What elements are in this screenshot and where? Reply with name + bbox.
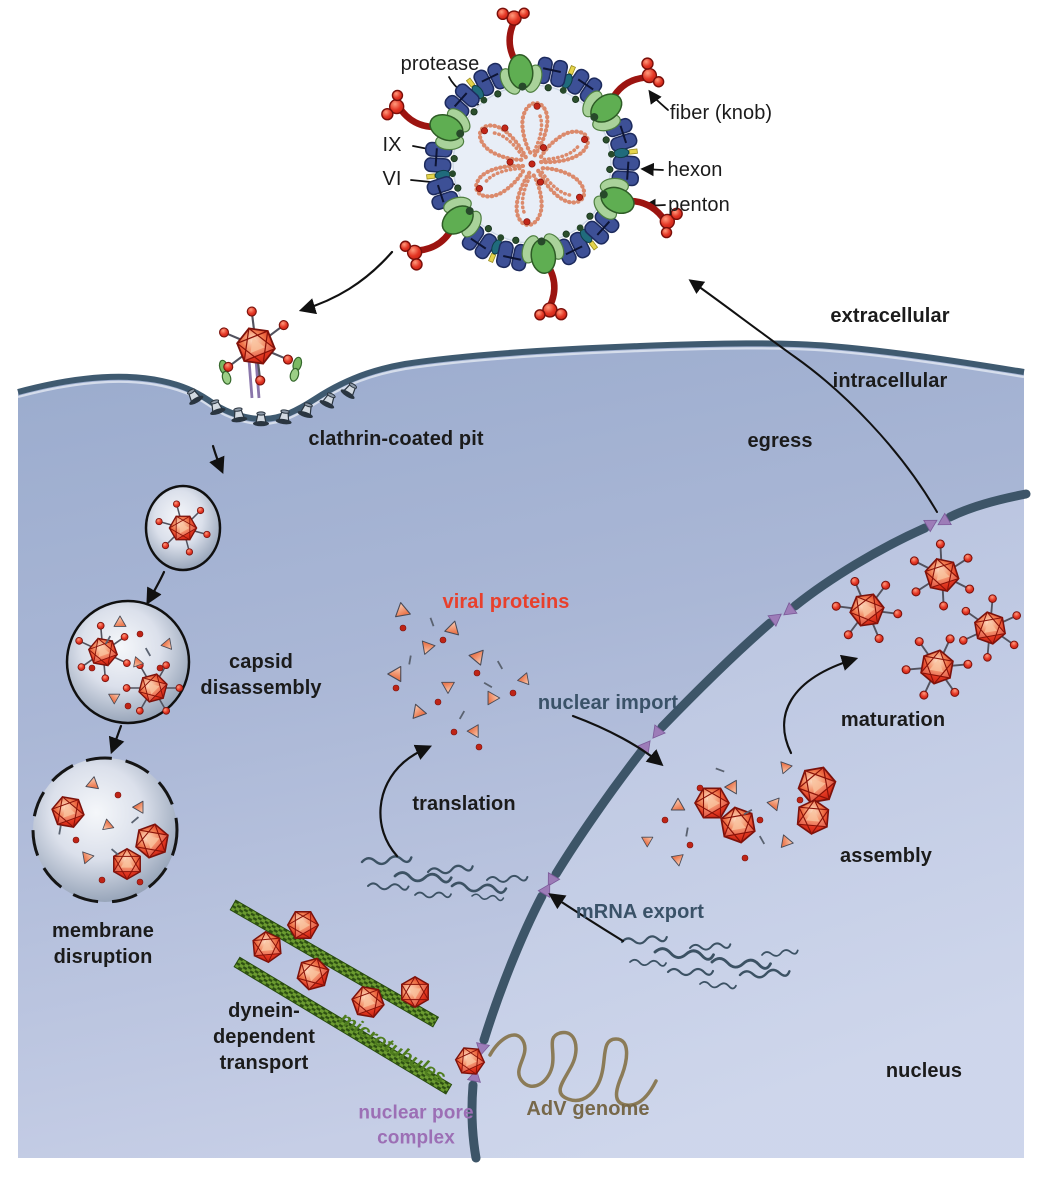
hexon-label: hexon — [667, 159, 723, 181]
maturation-label: maturation — [840, 709, 946, 731]
egress-label: egress — [747, 430, 813, 452]
virions-and-proteins — [48, 303, 1032, 1076]
mrna-export-label: mRNA export — [575, 901, 705, 923]
protein-ix-label: IX — [382, 134, 402, 156]
assembly-label: assembly — [840, 845, 932, 867]
membrane-highlight — [17, 347, 1025, 426]
translation-label: translation — [412, 793, 516, 815]
fiber-knob-label: fiber (knob) — [669, 102, 773, 124]
capsid-disassembly-label: capsid disassembly — [200, 651, 322, 699]
microtubule — [233, 956, 453, 1095]
penton-label: penton — [668, 194, 730, 216]
endosome-disrupted — [31, 756, 179, 904]
microtubules-label: microtubules — [335, 1008, 450, 1089]
nuclear-pore-complex-label: nuclear pore complex — [358, 1102, 474, 1148]
extracellular-label: extracellular — [830, 305, 950, 327]
adv-genome-label: AdV genome — [526, 1098, 650, 1120]
microtubule — [229, 899, 440, 1028]
protein-vi-label: VI — [382, 168, 402, 190]
nuclear-import-label: nuclear import — [537, 692, 679, 714]
adv-genome-squiggle — [488, 1030, 658, 1107]
intracellular-label: intracellular — [832, 370, 948, 392]
adenovirus-structure — [381, 7, 683, 321]
process-arrows — [108, 76, 938, 943]
dynein-transport-label: dynein- dependent transport — [212, 1000, 316, 1074]
nuclear-pores — [466, 512, 952, 1083]
membrane-disruption-label: membrane disruption — [52, 920, 154, 968]
viral-proteins-label: viral proteins — [442, 591, 570, 613]
clathrin-pit-label: clathrin-coated pit — [308, 428, 484, 450]
nuclear-envelope — [467, 489, 1031, 1163]
plasma-membrane — [17, 340, 1025, 423]
protease-label: protease — [400, 53, 480, 75]
nucleus-label: nucleus — [885, 1060, 963, 1082]
